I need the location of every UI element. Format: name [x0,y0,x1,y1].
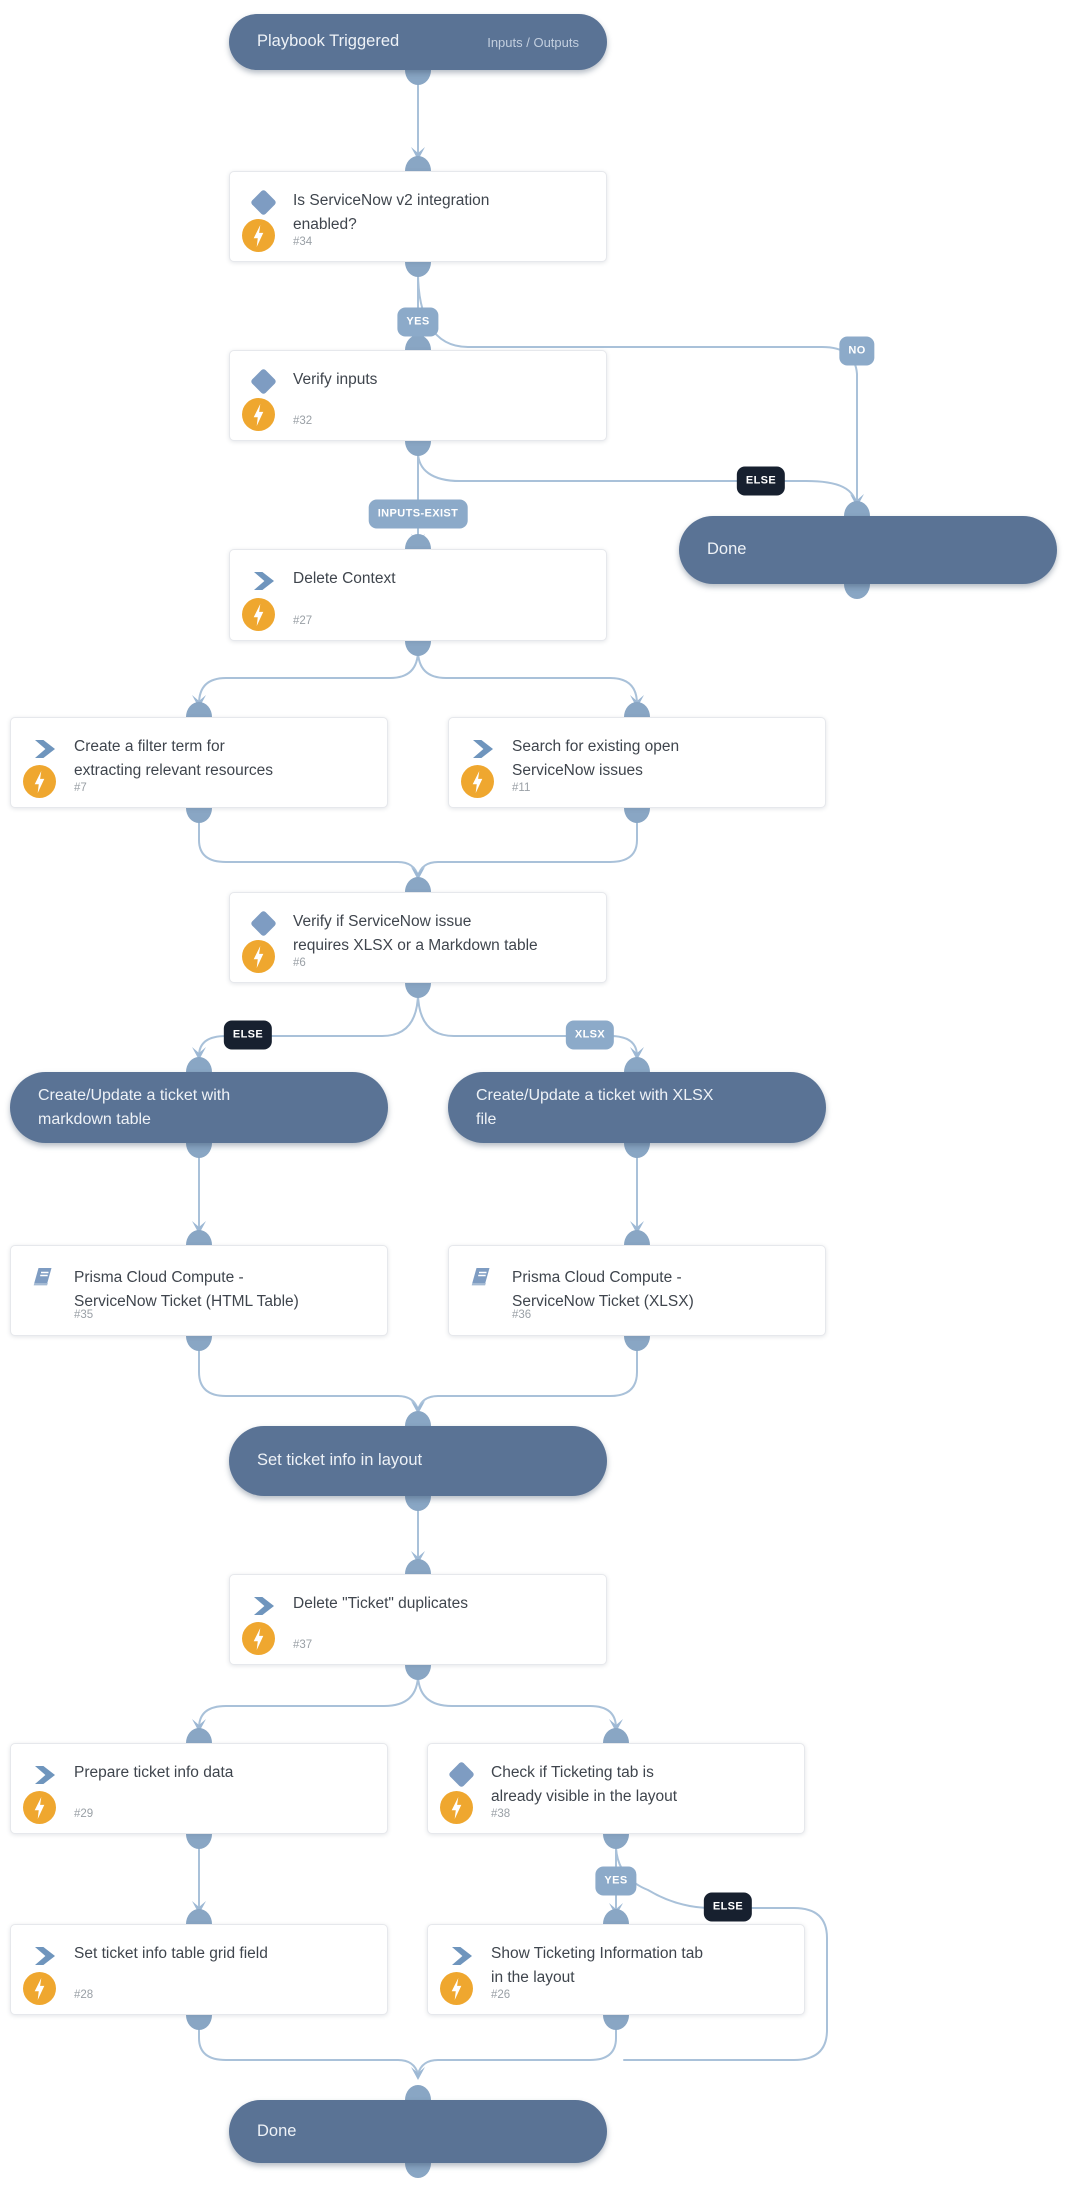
branch-label-else: ELSE [703,1892,753,1922]
task-title: Delete "Ticket" duplicates [293,1595,468,1612]
inputs-outputs-link[interactable]: Inputs / Outputs [487,34,579,50]
task-title: Check if Ticketing tab is already visibl… [491,1764,678,1806]
task-id: #11 [512,782,531,794]
task-id: #26 [491,1989,511,2001]
task-node-36[interactable]: Prisma Cloud Compute - ServiceNow Ticket… [448,1245,826,1336]
task-id: #32 [293,415,313,427]
automation-bolt-icon [242,598,275,631]
task-title: Delete Context [293,570,396,587]
task-node-38[interactable]: Check if Ticketing tab is already visibl… [427,1743,805,1834]
automation-bolt-icon [242,219,275,252]
done-label: Done [707,540,747,559]
condition-diamond-icon [448,1761,475,1788]
task-title: Verify inputs [293,371,378,388]
branch-label-else: ELSE [223,1020,273,1050]
task-chevron-icon [34,1765,56,1785]
task-node-35[interactable]: Prisma Cloud Compute - ServiceNow Ticket… [10,1245,388,1336]
task-title: Show Ticketing Information tab in the la… [491,1945,703,1987]
automation-bolt-icon [242,940,275,973]
done-node-upper[interactable]: Done [679,516,1057,584]
task-id: #37 [293,1639,313,1651]
task-chevron-icon [253,571,275,591]
section-label: Create/Update a ticket with XLSX file [476,1087,714,1128]
task-title: Search for existing open ServiceNow issu… [512,738,680,780]
section-label: Set ticket info in layout [257,1451,423,1470]
task-node-6[interactable]: Verify if ServiceNow issue requires XLSX… [229,892,607,983]
automation-bolt-icon [23,1791,56,1824]
task-node-29[interactable]: Prepare ticket info data #29 [10,1743,388,1834]
task-node-28[interactable]: Set ticket info table grid field #28 [10,1924,388,2015]
branch-label-yes: YES [595,1866,637,1896]
condition-diamond-icon [250,910,277,937]
task-chevron-icon [451,1946,473,1966]
task-title: Prepare ticket info data [74,1764,234,1781]
automation-bolt-icon [461,765,494,798]
task-chevron-icon [472,739,494,759]
automation-bolt-icon [242,1622,275,1655]
trigger-title: Playbook Triggered [257,32,400,51]
task-id: #35 [74,1309,94,1321]
condition-diamond-icon [250,189,277,216]
branch-label-yes: YES [397,307,439,337]
done-node-bottom[interactable]: Done [229,2100,607,2163]
task-node-37[interactable]: Delete "Ticket" duplicates #37 [229,1574,607,1665]
task-title: Verify if ServiceNow issue requires XLSX… [293,913,538,955]
task-node-26[interactable]: Show Ticketing Information tab in the la… [427,1924,805,2015]
task-id: #27 [293,615,313,627]
automation-bolt-icon [440,1972,473,2005]
section-markdown-ticket[interactable]: Create/Update a ticket with markdown tab… [10,1072,388,1143]
task-chevron-icon [34,739,56,759]
task-id: #6 [293,957,306,969]
task-id: #36 [512,1309,532,1321]
playbook-book-icon [31,1265,55,1294]
automation-bolt-icon [242,398,275,431]
task-node-7[interactable]: Create a filter term for extracting rele… [10,717,388,808]
task-node-27[interactable]: Delete Context #27 [229,549,607,641]
task-title: Set ticket info table grid field [74,1945,268,1962]
playbook-book-icon [469,1265,493,1294]
task-id: #29 [74,1808,94,1820]
task-title: Is ServiceNow v2 integration enabled? [293,192,490,234]
task-node-32[interactable]: Verify inputs #32 [229,350,607,441]
task-chevron-icon [253,1596,275,1616]
condition-diamond-icon [250,368,277,395]
task-id: #34 [293,236,313,248]
task-chevron-icon [34,1946,56,1966]
branch-label-no: NO [839,336,875,366]
done-label: Done [257,2121,297,2140]
task-id: #7 [74,782,87,794]
branch-label-inputs-exist: INPUTS-EXIST [368,499,468,529]
task-title: Create a filter term for extracting rele… [74,738,274,780]
task-id: #38 [491,1808,511,1820]
task-title: Prisma Cloud Compute - ServiceNow Ticket… [512,1269,694,1311]
automation-bolt-icon [440,1791,473,1824]
task-node-11[interactable]: Search for existing open ServiceNow issu… [448,717,826,808]
branch-label-else: ELSE [736,466,786,496]
playbook-trigger-node[interactable]: Playbook Triggered Inputs / Outputs [229,14,607,70]
branch-label-xlsx: XLSX [565,1020,615,1050]
section-set-ticket-info[interactable]: Set ticket info in layout [229,1426,607,1496]
automation-bolt-icon [23,1972,56,2005]
task-id: #28 [74,1989,94,2001]
task-node-34[interactable]: Is ServiceNow v2 integration enabled? #3… [229,171,607,262]
task-title: Prisma Cloud Compute - ServiceNow Ticket… [74,1269,299,1311]
automation-bolt-icon [23,765,56,798]
section-label: Create/Update a ticket with markdown tab… [38,1087,231,1128]
section-xlsx-ticket[interactable]: Create/Update a ticket with XLSX file [448,1072,826,1143]
